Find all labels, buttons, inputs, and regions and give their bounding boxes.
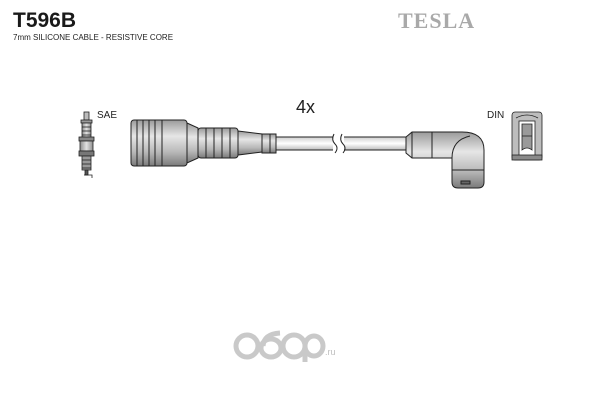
spark-plug-icon [78,111,95,178]
din-boot-connector [405,131,485,189]
cable-spec-subtitle: 7mm SILICONE CABLE - RESISTIVE CORE [13,33,174,42]
sae-boot-connector [130,119,277,167]
quantity-label: 4x [296,97,316,117]
product-code: T596B [13,9,77,32]
brand-logo: TESLA [398,8,476,33]
din-label: DIN [487,110,505,121]
sae-label: SAE [97,110,118,121]
din-terminal-icon [511,111,543,161]
watermark-suffix: .ru [325,347,336,357]
